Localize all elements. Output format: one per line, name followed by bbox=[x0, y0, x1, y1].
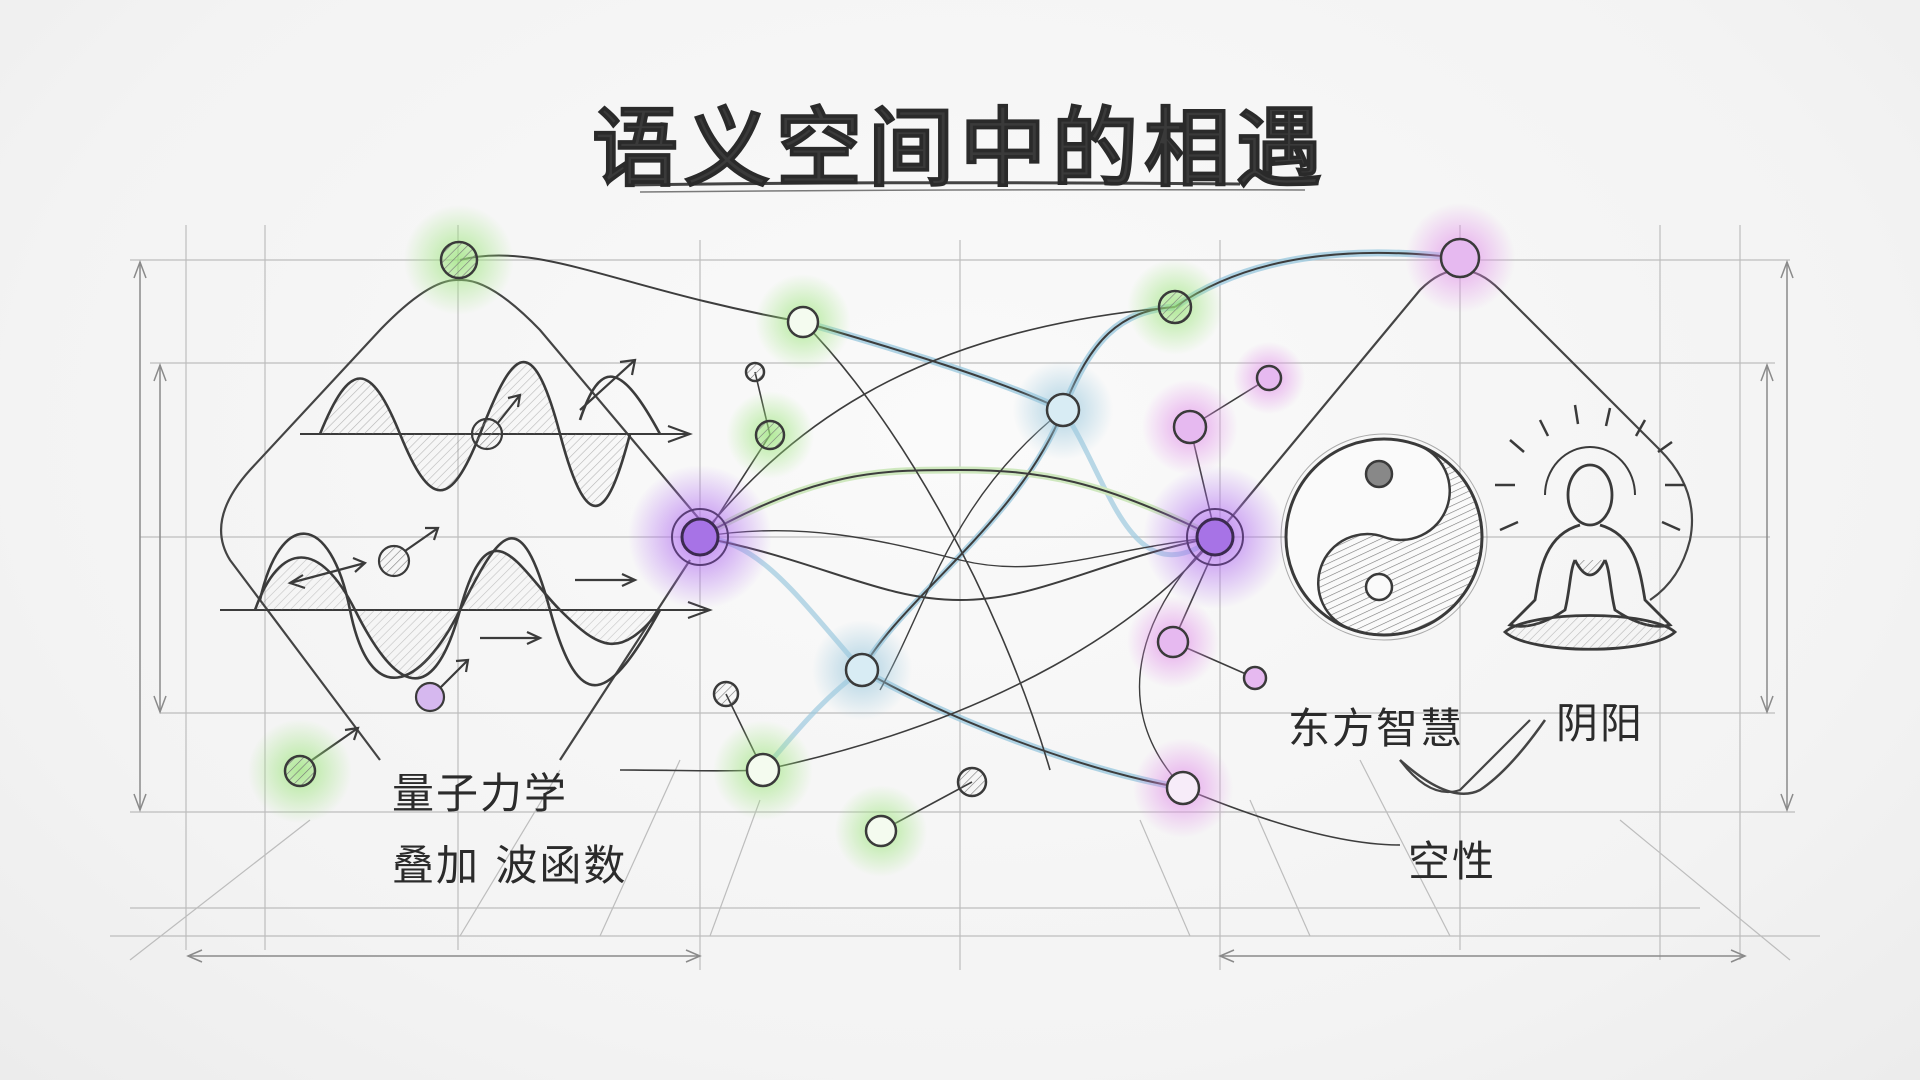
page-title: 语义空间中的相遇 bbox=[592, 99, 1328, 200]
particle-icon bbox=[287, 358, 638, 761]
node bbox=[1165, 770, 1201, 806]
node bbox=[1156, 625, 1190, 659]
node bbox=[712, 680, 740, 708]
node bbox=[1439, 237, 1481, 279]
node bbox=[1172, 409, 1208, 445]
dimension-arrows bbox=[133, 259, 1794, 963]
hub-eastern bbox=[1186, 508, 1244, 566]
label-eastern-wisdom: 东方智慧 bbox=[1288, 704, 1465, 753]
node bbox=[754, 419, 786, 451]
node bbox=[1255, 364, 1283, 392]
node bbox=[744, 361, 766, 383]
node bbox=[283, 754, 317, 788]
title-underline bbox=[629, 181, 1306, 193]
quantum-frame bbox=[219, 278, 701, 761]
node bbox=[1157, 289, 1193, 325]
node bbox=[439, 240, 479, 280]
node bbox=[786, 305, 820, 339]
node bbox=[1045, 392, 1081, 428]
node bbox=[1242, 665, 1268, 691]
node bbox=[745, 752, 781, 788]
node bbox=[956, 766, 988, 798]
node bbox=[844, 652, 880, 688]
concept-nodes bbox=[283, 237, 1481, 848]
label-superposition-wavefunction: 叠加 波函数 bbox=[392, 841, 628, 890]
label-quantum-mechanics: 量子力学 bbox=[392, 769, 569, 818]
node bbox=[864, 814, 898, 848]
connector-curve bbox=[1399, 719, 1547, 795]
meditating-figure-icon bbox=[1495, 404, 1685, 651]
yin-yang-icon bbox=[1280, 433, 1488, 641]
label-emptiness: 空性 bbox=[1408, 837, 1497, 886]
construction-grid bbox=[110, 225, 1820, 970]
label-yin-yang: 阴阳 bbox=[1556, 699, 1645, 748]
hub-quantum bbox=[671, 508, 729, 566]
